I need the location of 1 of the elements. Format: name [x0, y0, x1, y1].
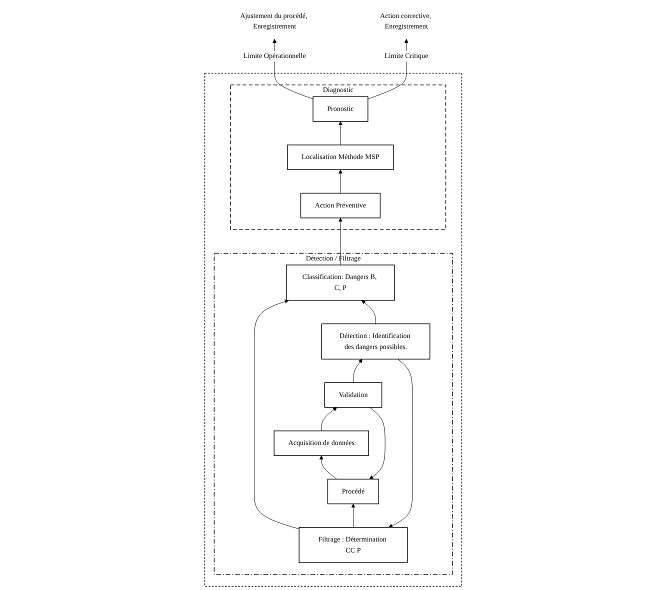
cluster	[204, 72, 462, 587]
